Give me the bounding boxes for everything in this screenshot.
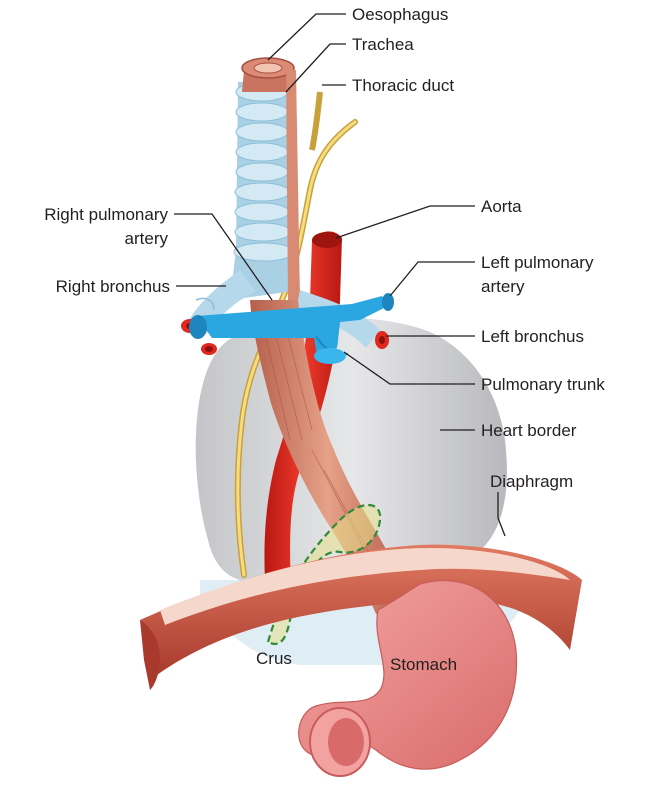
label-pulmonary-trunk: Pulmonary trunk	[481, 375, 605, 394]
aorta-opening	[312, 232, 342, 248]
label-right-pulmonary-artery-1: Right pulmonary	[44, 205, 168, 224]
label-trachea: Trachea	[352, 35, 414, 54]
label-left-pulmonary-artery-2: artery	[481, 277, 525, 296]
stomach-lumen	[328, 718, 364, 766]
label-thoracic-duct: Thoracic duct	[352, 76, 454, 95]
label-oesophagus: Oesophagus	[352, 5, 448, 24]
label-left-bronchus: Left bronchus	[481, 327, 584, 346]
label-heart-border: Heart border	[481, 421, 577, 440]
label-crus: Crus	[256, 649, 292, 668]
thoracic-duct-upper	[312, 92, 320, 150]
label-diaphragm: Diaphragm	[490, 472, 573, 491]
label-right-pulmonary-artery-2: artery	[125, 229, 169, 248]
label-left-pulmonary-artery-1: Left pulmonary	[481, 253, 594, 272]
label-stomach: Stomach	[390, 655, 457, 674]
label-aorta: Aorta	[481, 197, 522, 216]
label-right-bronchus: Right bronchus	[56, 277, 170, 296]
